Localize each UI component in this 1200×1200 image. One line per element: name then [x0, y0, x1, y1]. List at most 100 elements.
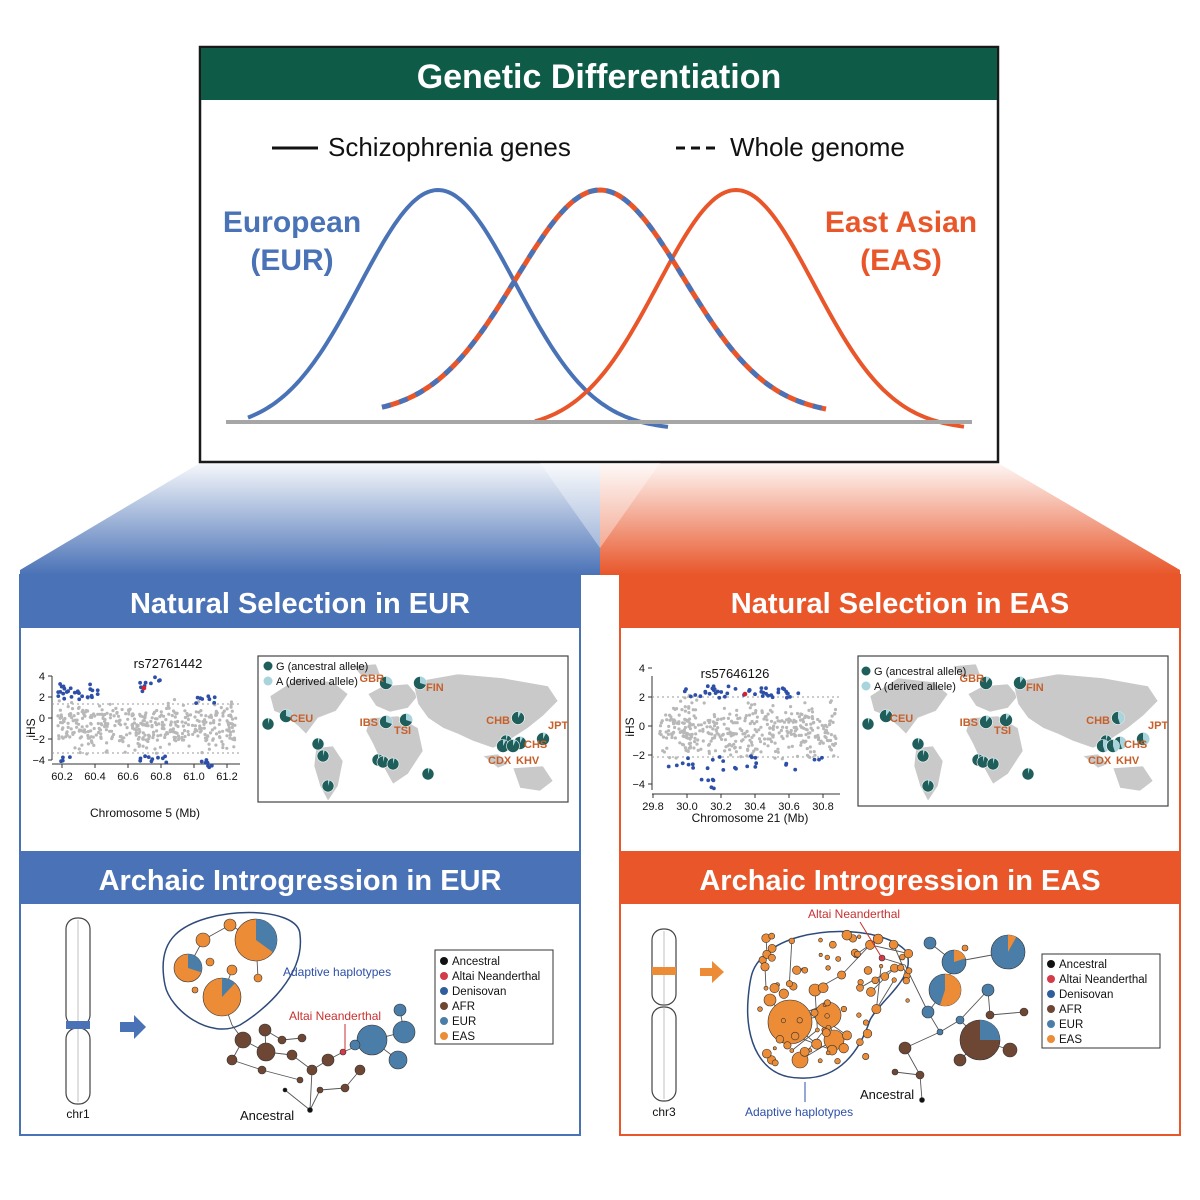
eas-gray-point [699, 747, 703, 751]
eas-net-node [768, 953, 776, 962]
eur-blue-point [149, 759, 154, 764]
eas-gray-point [781, 725, 785, 729]
eas-net-node [767, 944, 777, 953]
eas-map-pie-tsi-slice [1006, 713, 1010, 720]
eas-gray-point [766, 712, 770, 716]
eas-net-legend-swatch [1047, 1005, 1055, 1013]
eur-gray-point [68, 735, 72, 739]
eas-blue-point [785, 691, 789, 696]
eas-gray-point [710, 732, 714, 736]
eas-gray-point [794, 719, 798, 724]
eur-gray-point [133, 748, 137, 752]
eur-blue-point [56, 694, 61, 698]
eur-gray-point [176, 734, 181, 738]
eas-gray-point [682, 728, 687, 733]
eas-gray-point [733, 745, 737, 750]
eas-gray-point [799, 741, 803, 745]
eur-gray-point [112, 714, 116, 718]
eas-gray-point [678, 741, 682, 745]
eur-blue-point [153, 675, 157, 680]
eas-blue-point [749, 755, 754, 760]
eas-blue-point [753, 692, 757, 697]
eur-gray-point [86, 736, 90, 740]
eas-gray-point [758, 740, 763, 744]
eur-blue-point [207, 697, 212, 702]
eur-highlight-snp [141, 685, 147, 691]
eas-net-node [871, 976, 880, 985]
eas-blue-point [693, 693, 698, 697]
eas-pop-label-tsi: TSI [994, 725, 1011, 737]
eas-gray-point [667, 724, 671, 729]
eur-net-node [296, 1076, 304, 1084]
eur-net-node [392, 1020, 416, 1044]
eas-net-node [891, 977, 897, 983]
eur-net-node [354, 1064, 366, 1076]
eas-gray-point [805, 728, 809, 732]
eur-gray-point [164, 718, 168, 722]
eur-introgression-title: Archaic Introgression in EUR [99, 865, 502, 897]
eur-gray-point [217, 730, 221, 734]
eas-net-node [799, 1046, 810, 1057]
eur-blue-point [140, 689, 145, 694]
eur-gray-point [167, 712, 171, 716]
eur-gray-point [172, 698, 177, 702]
eas-net-node [824, 954, 830, 961]
eas-gray-point [683, 746, 688, 750]
eas-net-node [796, 1017, 803, 1024]
eas-gray-point [821, 741, 825, 745]
eur-gray-point [174, 723, 178, 727]
eas-gray-point [807, 735, 811, 739]
eas-gray-point [829, 748, 834, 752]
eur-legend-a-allele: A (derived allele) [276, 676, 358, 688]
eas-net-node [817, 1058, 823, 1064]
eas-gray-point [807, 708, 811, 713]
eur-x-tick-label: 61.0 [183, 771, 204, 783]
eas-blue-point [723, 694, 727, 699]
eur-gray-point [154, 751, 159, 755]
eas-net-node [923, 936, 937, 950]
eas-map-pie-slice [923, 750, 925, 756]
genetic-differentiation-panel: Genetic Differentiation Schizophrenia ge… [198, 45, 1000, 464]
eur-gray-point [197, 700, 201, 704]
eas-net-node [856, 1012, 862, 1018]
eas-net-node [838, 1043, 849, 1054]
eas-net-node [880, 972, 890, 981]
eas-gray-point [665, 746, 669, 750]
eur-blue-point [95, 688, 100, 693]
eur-net-node [316, 1086, 324, 1094]
eur-blue-point [80, 694, 84, 699]
eas-gray-point [712, 724, 717, 728]
eas-selection-title-bar [620, 575, 1180, 628]
eur-gray-point [77, 747, 81, 751]
eas-gray-point [705, 725, 709, 729]
eur-gray-point [62, 719, 66, 724]
eas-gray-point [734, 750, 739, 754]
eas-gray-point [750, 735, 754, 740]
eas-gray-point [818, 719, 822, 724]
eas-gray-point [735, 721, 739, 725]
eur-gray-point [103, 712, 107, 717]
eas-gray-point [726, 716, 731, 721]
eur-gray-point [136, 741, 140, 746]
eur-gray-point [167, 706, 171, 710]
eas-blue-point [717, 695, 722, 700]
eas-gray-point [765, 718, 769, 722]
eas-gray-point [723, 738, 728, 742]
eur-gray-point [142, 719, 146, 723]
eur-y-tick-label: −2 [32, 734, 45, 746]
eas-x-tick-label: 30.0 [676, 801, 697, 813]
eas-net-node [825, 1050, 831, 1056]
top-title: Genetic Differentiation [417, 58, 782, 96]
eas-gray-point [759, 725, 763, 729]
eas-gray-point [816, 733, 820, 738]
eur-map-pie-fin-slice [420, 676, 427, 686]
eur-map-pie-jpt-slice [543, 732, 547, 739]
eur-gray-point [92, 743, 96, 748]
eas-net-node [801, 966, 809, 974]
eas-gray-point [769, 719, 774, 723]
eur-map-pie-chb-slice [518, 711, 522, 718]
eas-map-pie-ceu-slice [886, 709, 890, 716]
eur-blue-point [160, 756, 165, 761]
eur-gray-point [127, 744, 131, 748]
